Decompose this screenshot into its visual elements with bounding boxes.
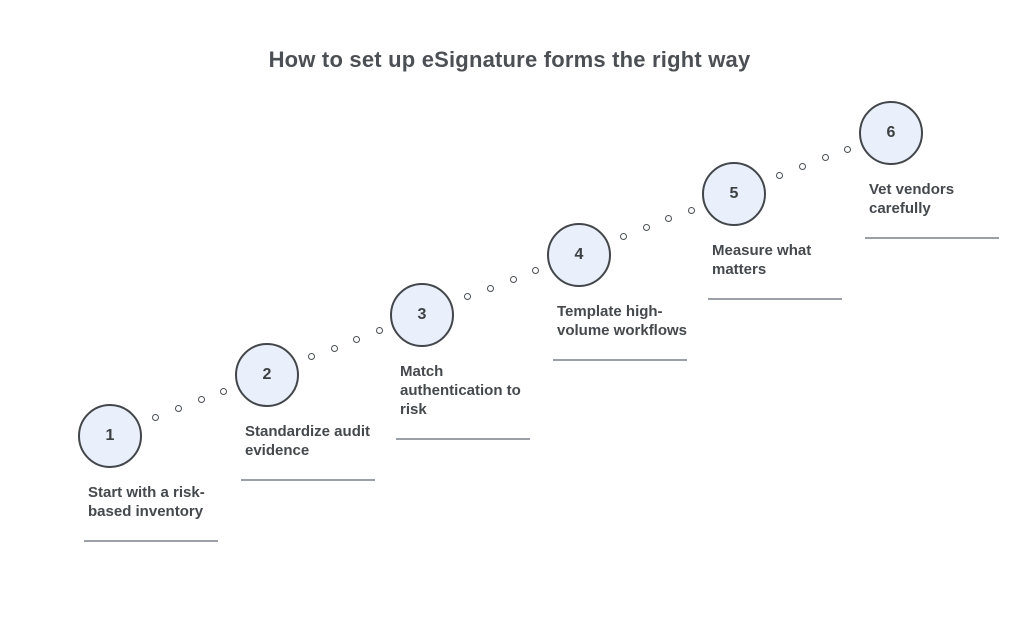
step-2-caption: Standardize audit evidence — [241, 422, 411, 481]
connector-dot — [330, 344, 338, 352]
connector-dot — [174, 405, 182, 413]
connector-dot — [464, 293, 471, 301]
step-1-caption: Start with a risk- based inventory — [84, 483, 254, 542]
connector-dot — [844, 145, 852, 153]
connector-dot — [509, 276, 517, 284]
step-number: 6 — [886, 124, 896, 141]
step-number: 2 — [262, 366, 272, 383]
step-number: 1 — [105, 427, 115, 444]
step-label: Template high- volume workflows — [557, 303, 688, 339]
connector-dot — [308, 353, 316, 361]
step-underline — [865, 237, 999, 239]
connector-dot — [642, 224, 650, 232]
step-underline — [241, 479, 375, 481]
step-label: Start with a risk- based inventory — [88, 484, 205, 520]
step-underline — [84, 540, 218, 542]
step-1-circle: 1 — [78, 404, 142, 468]
step-number: 5 — [729, 185, 739, 202]
step-4-caption: Template high- volume workflows — [553, 302, 723, 361]
step-label: Vet vendors carefully — [869, 181, 955, 217]
connector-dot — [532, 267, 540, 275]
step-5-circle: 5 — [702, 162, 766, 226]
step-4-circle: 4 — [547, 223, 611, 287]
step-label: Standardize audit evidence — [245, 423, 371, 459]
step-underline — [553, 359, 687, 361]
connector-dot — [665, 215, 673, 223]
connector-dot — [620, 233, 628, 241]
step-6-circle: 6 — [859, 101, 923, 165]
connector-dot — [152, 414, 159, 422]
step-number: 3 — [417, 306, 427, 323]
step-3-caption: Match authentication to risk — [396, 362, 566, 440]
connector-dot — [353, 336, 361, 344]
step-5-caption: Measure what matters — [708, 241, 878, 300]
page-title: How to set up eSignature forms the right… — [268, 47, 751, 72]
step-3-circle: 3 — [390, 283, 454, 347]
connector-dot — [220, 387, 228, 395]
connector-dot — [375, 327, 383, 335]
connector-dot — [486, 284, 494, 292]
step-underline — [396, 438, 530, 440]
connector-dot — [798, 163, 806, 171]
connector-dot — [776, 172, 783, 180]
step-underline — [708, 298, 842, 300]
step-number: 4 — [574, 246, 584, 263]
connector-dot — [821, 154, 829, 162]
step-6-caption: Vet vendors carefully — [865, 180, 1019, 239]
connector-dot — [687, 206, 695, 214]
step-2-circle: 2 — [235, 343, 299, 407]
step-label: Measure what matters — [712, 242, 812, 278]
step-label: Match authentication to risk — [400, 363, 521, 418]
connector-dot — [197, 396, 205, 404]
